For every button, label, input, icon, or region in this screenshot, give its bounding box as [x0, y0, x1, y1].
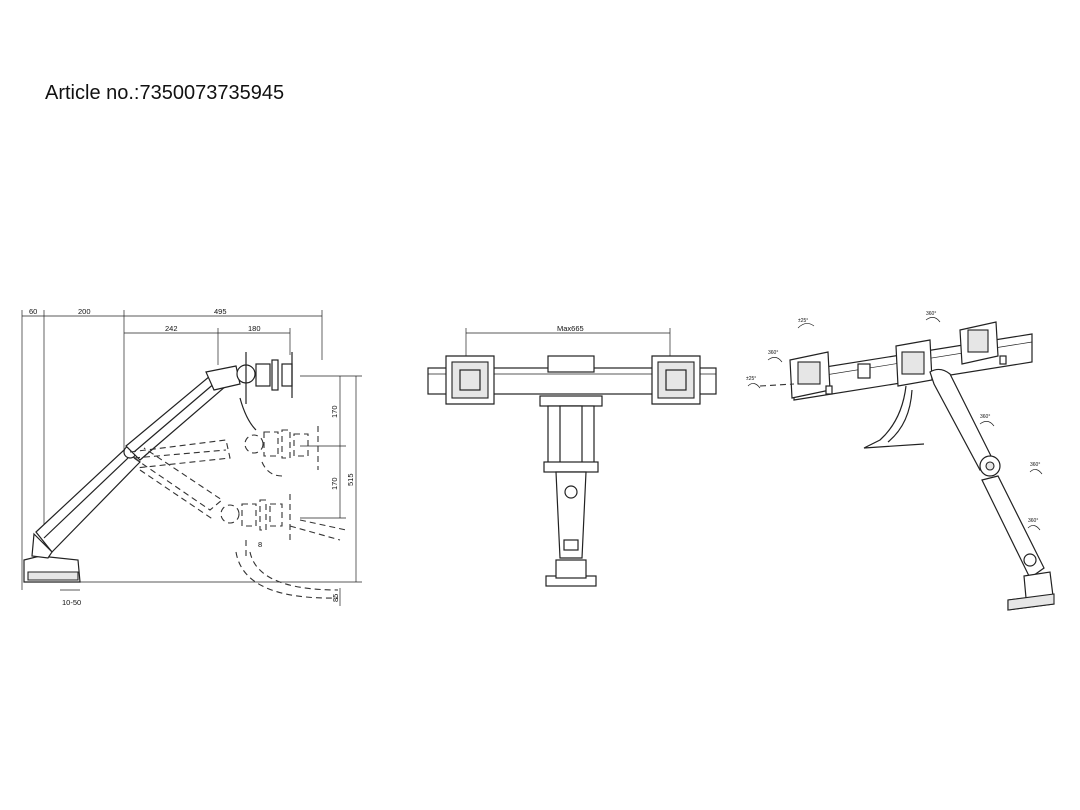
dim-200: 200 — [78, 307, 91, 316]
rotation-mid-label: 360° — [980, 414, 990, 420]
side-view: 60 200 495 242 180 170 170 515 85 10-50 — [21, 307, 362, 607]
article-number: Article no.:7350073735945 — [45, 82, 285, 104]
rotation-right-label: 360° — [1030, 462, 1040, 468]
max-width: Max665 — [557, 324, 584, 333]
dim-515: 515 — [346, 473, 355, 486]
dim-8: 8 — [258, 540, 262, 549]
dim-170-upper: 170 — [330, 405, 339, 418]
swivel-left-label: ±25° — [746, 376, 756, 382]
dim-495: 495 — [214, 307, 227, 316]
dim-180: 180 — [248, 324, 261, 333]
iso-view: ±25° 360° ±25° 360° 360° 360° 360° — [746, 311, 1055, 611]
rotation-low-label: 360° — [1028, 518, 1038, 524]
dim-10-50: 10-50 — [62, 598, 81, 607]
dim-60: 60 — [29, 307, 37, 316]
dim-242: 242 — [165, 324, 178, 333]
rotation-left-label: 360° — [768, 350, 778, 356]
rotation-top-label: 360° — [926, 311, 936, 317]
dim-170-lower: 170 — [330, 477, 339, 490]
tilt-left-label: ±25° — [798, 318, 808, 324]
dim-85: 85 — [331, 594, 340, 602]
front-view: Max665 — [427, 324, 717, 587]
